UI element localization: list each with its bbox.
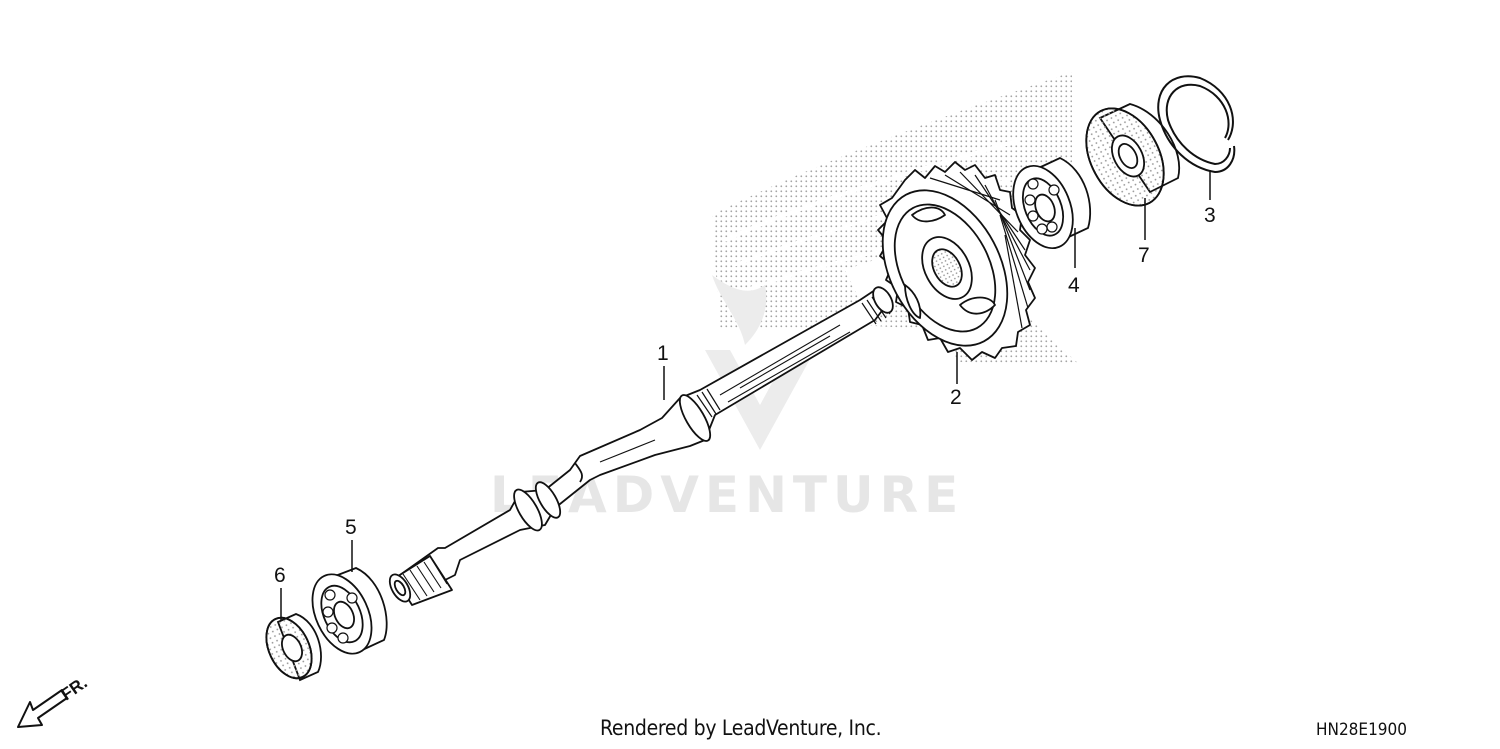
front-arrow-icon [17,689,68,728]
sealed-bearing-part-7 [1085,103,1181,207]
gear-part-2 [877,161,1036,361]
oil-seal-part-6 [265,613,322,682]
front-direction-indicator: FR. [17,673,91,728]
callout-6[interactable]: 6 [274,564,286,587]
main-shaft-part-1 [388,286,894,606]
footer-credit: Rendered by LeadVenture, Inc. [600,716,882,740]
callout-7[interactable]: 7 [1138,244,1150,267]
callout-1[interactable]: 1 [657,342,669,365]
callout-2[interactable]: 2 [950,386,962,409]
callout-5[interactable]: 5 [345,516,357,539]
callout-4[interactable]: 4 [1068,274,1080,297]
callout-3[interactable]: 3 [1204,204,1216,227]
diagram-code: HN28E1900 [1316,720,1407,740]
bearing-part-4 [1012,157,1092,250]
bearing-part-5 [311,567,388,655]
snap-ring-part-3 [1157,75,1236,174]
leader-lines [280,170,1211,620]
